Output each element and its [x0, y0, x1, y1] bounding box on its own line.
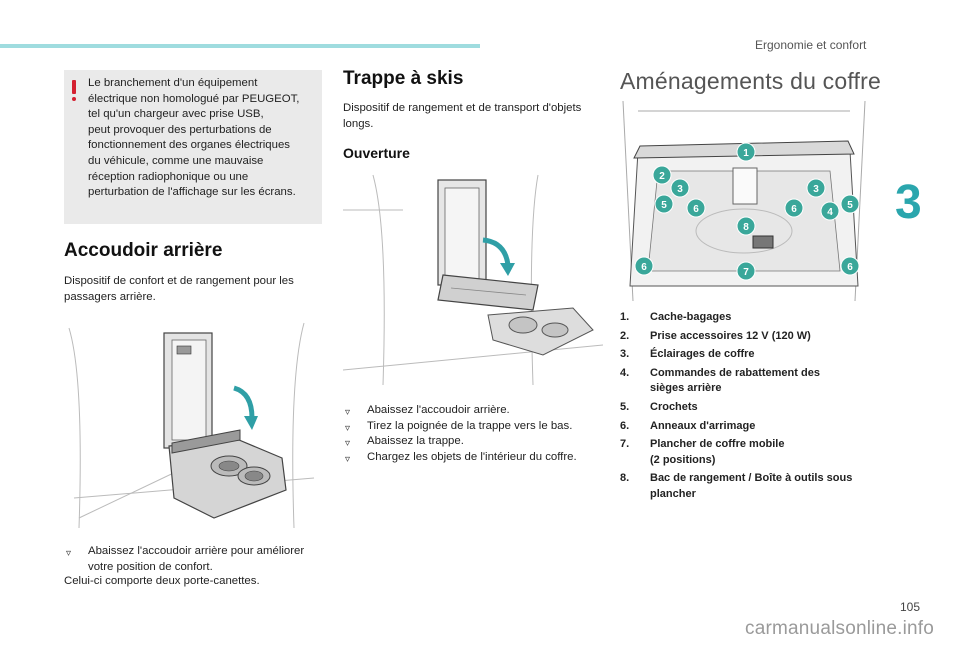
callout-label: 5: [847, 200, 853, 211]
list-item: 3.Éclairages de coffre: [620, 348, 755, 361]
callout-label: 3: [677, 184, 683, 195]
armrest-steps: ▿Abaissez l'accoudoir arrière pour améli…: [64, 544, 326, 575]
triangle-bullet-icon: ▿: [345, 453, 351, 465]
list-item: 2.Prise accessoires 12 V (120 W): [620, 329, 811, 342]
trunk-legend: 1.Cache-bagages 2.Prise accessoires 12 V…: [620, 310, 882, 506]
warning-text: Le branchement d'un équipement électriqu…: [88, 77, 300, 199]
trunk-illustration: 1 2 3 3 5 5 6 6 4 6 6 7 8: [618, 96, 870, 304]
list-item: 7.Plancher de coffre mobile (2 positions…: [620, 438, 785, 466]
triangle-bullet-icon: ▿: [345, 407, 351, 418]
amenagements-title: Aménagements du coffre: [620, 68, 881, 94]
callout-label: 8: [743, 222, 749, 233]
trappe-description: Dispositif de rangement et de transport …: [343, 102, 582, 130]
page-number: 105: [900, 600, 921, 614]
list-item: ▿Tirez la poignée de la trappe vers le b…: [343, 419, 605, 435]
watermark[interactable]: carmanualsonline.info: [745, 618, 935, 639]
warning-icon: [72, 80, 76, 102]
armrest-illustration: [64, 318, 322, 532]
armrest-note: Celui-ci comporte deux porte-canettes.: [64, 575, 260, 587]
callout-label: 6: [693, 204, 699, 215]
list-item: 4.Commandes de rabattement des sièges ar…: [620, 366, 820, 395]
list-item: 6.Anneaux d'arrimage: [620, 419, 756, 432]
accoudoir-description: Dispositif de confort et de rangement po…: [64, 275, 294, 303]
header-accent-bar: [0, 44, 480, 48]
ski-hatch-illustration: [343, 170, 603, 388]
callout-label: 6: [641, 262, 647, 273]
callout-label: 3: [813, 184, 819, 195]
warning-box: Le branchement d'un équipement électriqu…: [64, 70, 322, 224]
accoudoir-title: Accoudoir arrière: [64, 240, 223, 261]
list-item: 5.Crochets: [620, 400, 698, 413]
callout-label: 7: [743, 267, 749, 278]
list-item: ▿Abaissez la trappe.: [343, 434, 605, 450]
callout-label: 5: [661, 200, 667, 211]
chapter-number: 3: [895, 176, 922, 229]
list-item: ▿Abaissez l'accoudoir arrière pour améli…: [66, 545, 305, 573]
list-item: 8.Bac de rangement / Boîte à outils sous…: [620, 472, 853, 500]
triangle-bullet-icon: ▿: [66, 548, 72, 559]
triangle-bullet-icon: ▿: [345, 422, 351, 434]
list-item: ▿Chargez les objets de l'intérieur du co…: [343, 450, 605, 466]
callout-label: 6: [791, 204, 797, 215]
ouverture-subtitle: Ouverture: [343, 145, 410, 161]
ski-hatch-steps: ▿Abaissez l'accoudoir arrière. ▿Tirez la…: [343, 403, 605, 465]
trappe-title: Trappe à skis: [343, 68, 464, 89]
callout-label: 6: [847, 262, 853, 273]
list-item: ▿Abaissez l'accoudoir arrière.: [343, 403, 605, 419]
triangle-bullet-icon: ▿: [345, 438, 351, 450]
section-title: Ergonomie et confort: [755, 38, 867, 52]
list-item: 1.Cache-bagages: [620, 311, 732, 323]
callout-label: 2: [659, 171, 665, 182]
callout-label: 4: [827, 207, 833, 218]
callout-label: 1: [743, 148, 749, 159]
